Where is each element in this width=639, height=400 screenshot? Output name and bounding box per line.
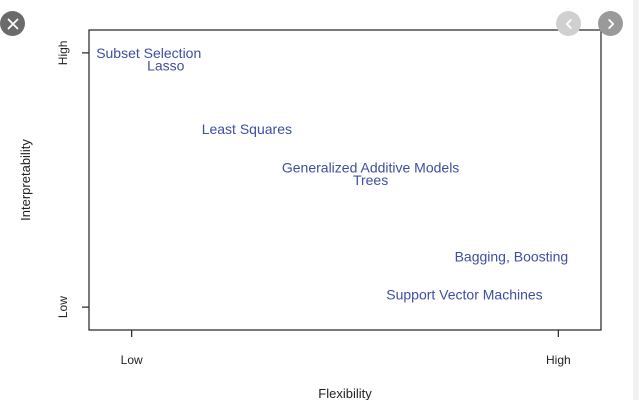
y-axis: Low High [56,41,89,318]
method-label: Support Vector Machines [386,286,542,302]
viewer-scroll-edge [633,0,639,400]
x-axis-title: Flexibility [318,386,372,400]
method-label: Trees [353,172,388,188]
chevron-right-icon [607,18,614,29]
method-label: Subset Selection [96,45,201,61]
x-axis: Low High [121,330,571,367]
next-image-button[interactable] [598,11,623,36]
previous-image-button[interactable] [556,11,581,36]
method-label: Generalized Additive Models [282,159,459,175]
close-button[interactable] [0,11,25,36]
method-label: Bagging, Boosting [455,248,569,264]
chevron-left-icon [565,18,572,29]
y-axis-title: Interpretability [18,139,33,221]
y-tick-label: Low [56,296,70,318]
y-tick-label: High [56,41,70,66]
x-tick-label: Low [121,353,143,367]
x-tick-label: High [546,353,571,367]
close-icon [7,18,18,29]
method-label: Lasso [147,58,185,74]
plot-frame [88,29,602,331]
method-label: Least Squares [202,121,292,137]
